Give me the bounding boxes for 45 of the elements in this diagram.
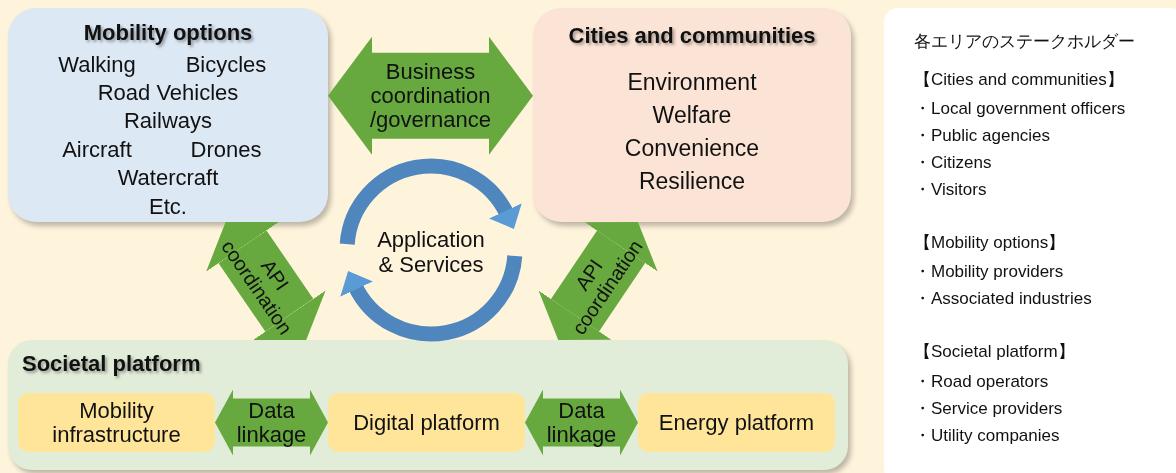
category-box	[8, 8, 328, 222]
item-label: Bicycles	[185, 52, 267, 78]
item-label: Aircraft	[62, 137, 132, 163]
item-label: Environment	[627, 69, 757, 96]
platform-box	[328, 393, 525, 452]
list-item: ・Associated industries	[914, 288, 1092, 310]
platform-box	[18, 393, 215, 452]
block-arrow	[328, 36, 533, 155]
list-item: ・Utility companies	[914, 425, 1060, 447]
box-label: Digital platform	[352, 408, 501, 437]
section-heading: 【Mobility options】	[914, 232, 1066, 254]
list-item: ・Citizens	[914, 152, 992, 174]
item-label: Etc.	[149, 194, 187, 220]
list-item: ・Road operators	[914, 371, 1049, 393]
section-heading: 【Cities and communities】	[914, 69, 1124, 91]
box-label: Mobility infrastructure	[51, 396, 182, 449]
item-label: Walking	[58, 52, 136, 78]
center-label: Application & Services	[376, 227, 486, 277]
edge-label: Data linkage	[235, 398, 308, 447]
item-label: Drones	[190, 137, 262, 163]
list-item: ・Service providers	[914, 398, 1063, 420]
edge-label: Business coordination /governance	[368, 59, 493, 132]
box-title: Societal platform	[22, 351, 201, 377]
item-label: Resilience	[638, 168, 746, 195]
item-label: Railways	[124, 108, 212, 134]
platform-box	[638, 393, 835, 452]
panel-title: 各エリアのステークホルダー	[914, 31, 1135, 53]
item-label: Welfare	[652, 102, 732, 129]
item-label: Watercraft	[117, 165, 219, 191]
block-arrow	[215, 389, 328, 456]
list-item: ・Public agencies	[914, 125, 1051, 147]
block-arrow	[525, 389, 638, 456]
item-label: Road Vehicles	[97, 80, 239, 106]
list-item: ・Mobility providers	[914, 261, 1064, 283]
list-item: ・Visitors	[914, 179, 987, 201]
platform-panel	[8, 340, 848, 470]
section-heading: 【Societal platform】	[914, 341, 1075, 363]
stakeholder-panel	[884, 8, 1176, 473]
list-item: ・Local government officers	[914, 98, 1126, 120]
edge-label: Data linkage	[545, 398, 618, 447]
category-box	[533, 8, 851, 222]
item-label: Convenience	[624, 135, 760, 162]
box-title: Mobility options	[83, 20, 253, 46]
box-title: Cities and communities	[568, 23, 816, 49]
box-label: Energy platform	[657, 408, 816, 437]
